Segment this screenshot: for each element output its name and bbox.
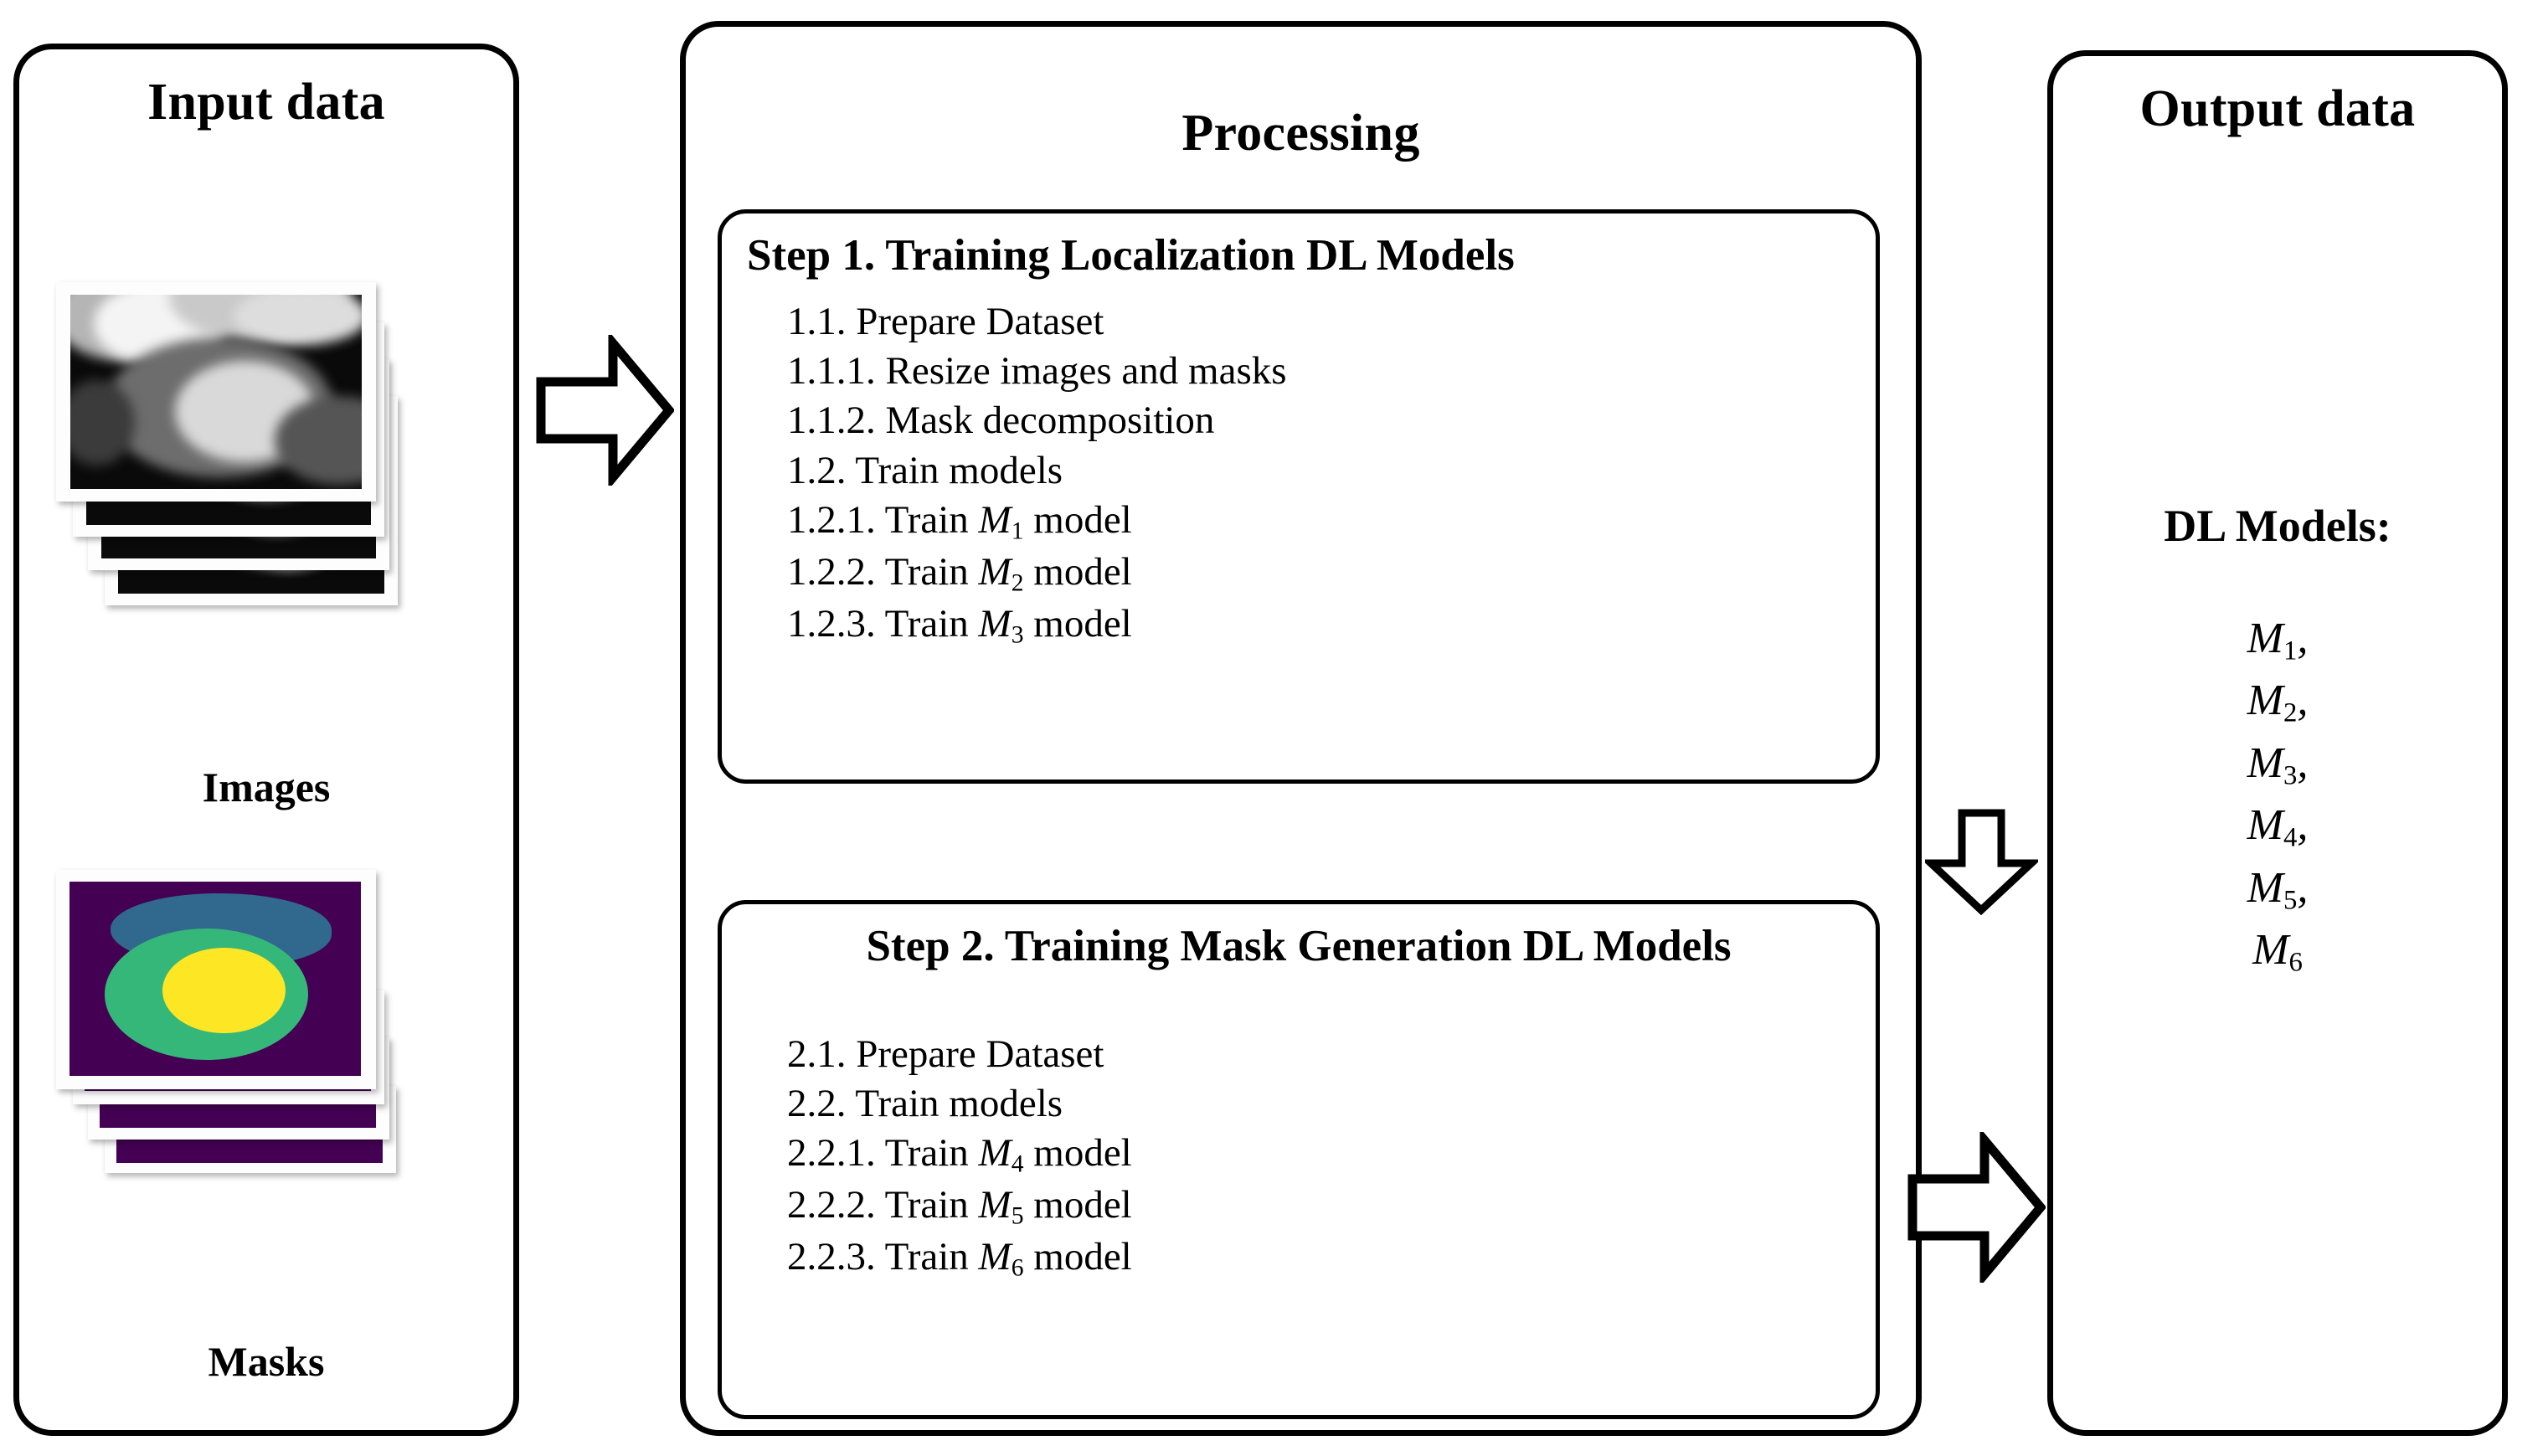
model-separator: , [2297,738,2309,787]
item-number: 1.1.2. [787,399,876,443]
item-number: 1.1. [787,300,847,343]
list-item: 1.1.1. Resize images and masks [787,347,1287,396]
arrow-input-to-processing-icon [536,330,676,491]
mask-sheet-1 [56,870,376,1089]
item-text: Train [884,1131,969,1176]
model-symbol: M3 [978,601,1024,649]
list-item: 1.2.3. Train M3 model [787,599,1287,651]
item-text: Prepare Dataset [856,300,1104,343]
item-suffix: model [1033,1235,1132,1279]
processing-panel: Processing Step 1. Training Localization… [680,21,2041,1436]
list-item: 2.1. Prepare Dataset [787,1030,1132,1079]
mask-thumbnail-1 [69,882,361,1076]
output-models-list: M1, M2, M3, M4, M5, M6 [2053,609,2502,982]
input-data-title: Input data [147,74,385,131]
item-number: 1.1.1. [787,349,876,394]
list-item: M2, [2053,671,2502,733]
step-1-heading: Step 1. Training Localization DL Models [747,231,1515,280]
item-number: 1.2. [787,448,847,492]
model-symbol: M5 [2247,863,2298,916]
model-symbol: M3 [2247,738,2298,791]
list-item: M1, [2053,609,2502,671]
list-item: 2.2.2. Train M5 model [787,1181,1132,1232]
model-symbol: M4 [978,1131,1024,1179]
item-number: 1.2.3. [787,601,876,646]
item-text: Train [884,1183,969,1227]
model-symbol: M1 [978,497,1024,545]
item-suffix: model [1033,1183,1132,1227]
dl-models-label: DL Models: [2164,501,2391,551]
model-symbol: M5 [978,1183,1024,1231]
item-suffix: model [1033,601,1132,646]
item-number: 2.2.1. [787,1131,876,1176]
model-symbol: M6 [2252,925,2303,978]
step-2-box: Step 2. Training Mask Generation DL Mode… [718,900,1880,1419]
item-suffix: model [1033,549,1132,594]
output-data-panel: Output data DL Models: M1, M2, M3, M4, M… [2047,50,2508,1436]
item-text: Train [884,601,969,646]
item-number: 1.2.1. [787,497,876,542]
item-number: 1.2.2. [787,549,876,594]
arrow-step1-to-step2-icon [1921,808,2041,916]
list-item: 2.2.3. Train M6 model [787,1232,1132,1284]
mri-image [70,295,362,489]
masks-label: Masks [208,1338,325,1385]
model-separator: , [2297,615,2309,662]
item-text: Mask decomposition [885,399,1215,443]
list-item: 1.2. Train models [787,446,1287,496]
list-item: M6 [2053,920,2502,982]
item-number: 2.2. [787,1082,847,1126]
item-number: 2.2.2. [787,1183,876,1227]
masks-stack [56,870,475,1339]
step-1-box: Step 1. Training Localization DL Models … [718,209,1880,784]
model-symbol: M2 [978,549,1024,597]
model-symbol: M4 [2247,801,2298,853]
model-separator: , [2297,863,2309,912]
image-sheet-1 [56,282,376,502]
processing-title: Processing [1181,105,1420,162]
model-symbol: M2 [2247,677,2298,728]
list-item: 2.2. Train models [787,1079,1132,1129]
list-item: 2.2.1. Train M4 model [787,1129,1132,1181]
item-text: Train [884,497,969,542]
images-label: Images [202,764,331,810]
item-text: Train models [855,1082,1063,1126]
list-item: 1.2.2. Train M2 model [787,548,1287,599]
mri-thumbnail-1 [70,295,362,489]
model-separator: , [2297,801,2309,850]
model-symbol: M6 [978,1235,1024,1283]
arrow-processing-to-output-icon [1907,1127,2047,1288]
images-stack [56,282,475,751]
step-1-list: 1.1. Prepare Dataset 1.1.1. Resize image… [787,297,1287,651]
item-text: Train [884,549,969,594]
model-symbol: M1 [2247,615,2298,666]
list-item: M3, [2053,733,2502,795]
step-2-heading: Step 2. Training Mask Generation DL Mode… [866,922,1732,970]
list-item: 1.1.2. Mask decomposition [787,396,1287,445]
item-suffix: model [1033,497,1132,542]
input-data-panel: Input data [13,44,519,1436]
model-separator: , [2297,677,2309,725]
mask-image [69,882,361,1076]
item-text: Train models [855,448,1063,492]
output-data-title: Output data [2139,80,2416,137]
list-item: M5, [2053,858,2502,920]
list-item: 1.2.1. Train M1 model [787,496,1287,548]
item-text: Train [884,1235,969,1279]
item-number: 2.1. [787,1032,847,1076]
step-2-list: 2.1. Prepare Dataset 2.2. Train models 2… [787,1030,1132,1284]
item-text: Prepare Dataset [856,1032,1104,1076]
item-number: 2.2.3. [787,1235,876,1279]
item-text: Resize images and masks [885,349,1287,394]
list-item: M4, [2053,795,2502,857]
list-item: 1.1. Prepare Dataset [787,297,1287,347]
item-suffix: model [1033,1131,1132,1176]
